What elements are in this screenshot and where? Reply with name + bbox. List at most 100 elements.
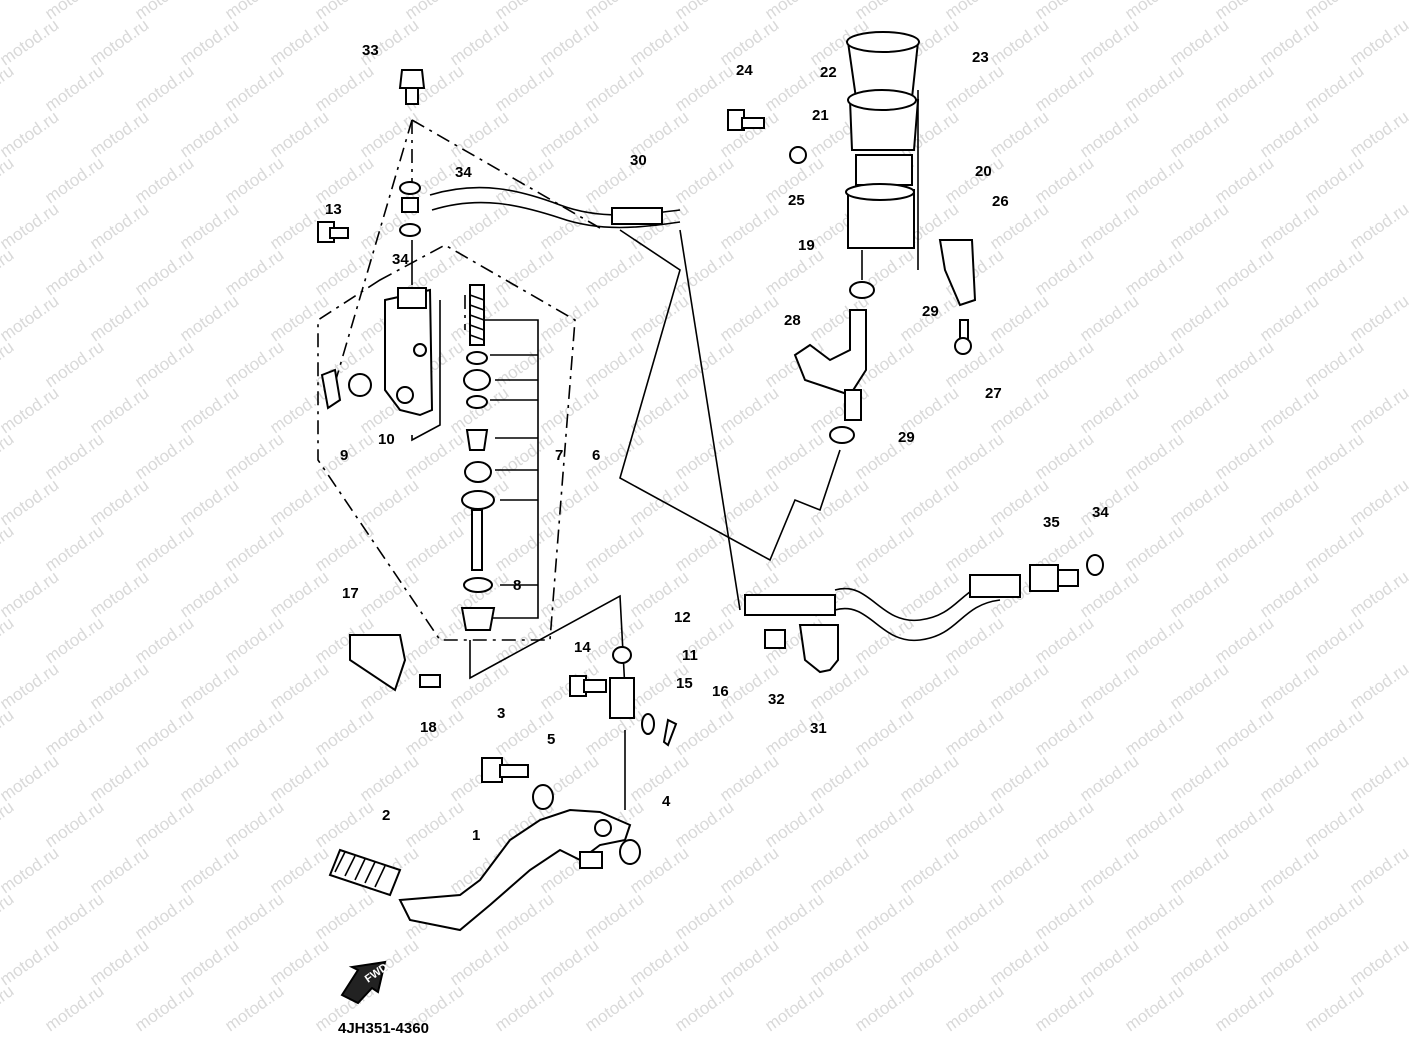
watermark-text: motod.ru <box>0 797 17 851</box>
part-label-13: 13 <box>325 201 342 218</box>
part-label-27: 27 <box>985 385 1002 402</box>
part-label-17: 17 <box>342 585 359 602</box>
part-label-14: 14 <box>574 639 591 656</box>
watermark-text: motod.ru <box>0 935 62 989</box>
part-label-35: 35 <box>1043 514 1060 531</box>
part-label-28: 28 <box>784 312 801 329</box>
forward-arrow: FWD <box>340 960 390 1005</box>
watermark-text: motod.ru <box>0 889 17 943</box>
watermark-text: motod.ru <box>851 981 917 1035</box>
parts-9-10 <box>320 368 372 410</box>
bolt-3-washer-5 <box>481 757 554 810</box>
part-label-6: 6 <box>592 447 600 464</box>
brake-hose-lower <box>744 554 1104 642</box>
bolt-24 <box>727 109 765 131</box>
watermark-text: motod.ru <box>0 199 62 253</box>
watermark-text: motod.ru <box>0 107 62 161</box>
part-label-15: 15 <box>676 675 693 692</box>
brake-hose-30 <box>429 186 681 229</box>
watermark-text: motod.ru <box>1301 981 1367 1035</box>
watermark-text: motod.ru <box>0 0 17 23</box>
watermark-text: motod.ru <box>0 337 17 391</box>
hose-28 <box>793 309 867 421</box>
watermark-text: motod.ru <box>0 613 17 667</box>
piston-kit <box>460 284 496 631</box>
bolt-33 <box>398 69 426 105</box>
watermark-text: motod.ru <box>1121 981 1187 1035</box>
brake-pedal-1 <box>398 808 632 932</box>
watermark-text: motod.ru <box>0 475 62 529</box>
guide-lines <box>317 119 601 641</box>
watermark-text: motod.ru <box>491 981 557 1035</box>
part-label-5: 5 <box>547 731 555 748</box>
part-label-34: 34 <box>455 164 472 181</box>
bracket-17-bolt-18 <box>349 634 441 692</box>
part-label-20: 20 <box>975 163 992 180</box>
watermark-text: motod.ru <box>0 751 62 805</box>
watermark-text: motod.ru <box>761 981 827 1035</box>
leader-lines <box>411 90 919 810</box>
part-label-9: 9 <box>340 447 348 464</box>
watermark-text: motod.ru <box>0 291 62 345</box>
master-cylinder-body <box>384 287 434 417</box>
watermark-text: motod.ru <box>131 981 197 1035</box>
watermark-text: motod.ru <box>221 981 287 1035</box>
watermark-text: motod.ru <box>0 245 17 299</box>
clamp-31-bolt-32 <box>764 624 839 674</box>
watermark-text: motod.ru <box>0 153 17 207</box>
watermark-text: motod.ru <box>0 383 62 437</box>
part-label-33: 33 <box>362 42 379 59</box>
part-label-4: 4 <box>662 793 671 810</box>
part-label-23: 23 <box>972 49 989 66</box>
part-label-29: 29 <box>922 303 939 320</box>
bracket-26 <box>938 239 977 307</box>
washer-4 <box>619 839 641 865</box>
bolt-27 <box>954 319 972 355</box>
watermark-text: motod.ru <box>0 567 62 621</box>
watermark-text: motod.ru <box>671 981 737 1035</box>
part-label-22: 22 <box>820 64 837 81</box>
clamps-29 <box>829 281 875 444</box>
watermark-text: motod.ru <box>0 429 17 483</box>
part-label-1: 1 <box>472 827 480 844</box>
part-label-34: 34 <box>1092 504 1109 521</box>
part-label-21: 21 <box>812 107 829 124</box>
part-label-31: 31 <box>810 720 827 737</box>
part-label-16: 16 <box>712 683 729 700</box>
watermark-text: motod.ru <box>0 15 62 69</box>
watermark-text: motod.ru <box>0 843 62 897</box>
ring-25 <box>789 146 807 164</box>
part-label-19: 19 <box>798 237 815 254</box>
part-label-32: 32 <box>768 691 785 708</box>
reservoir-assembly <box>845 31 920 249</box>
diagram-code: 4JH351-4360 <box>338 1020 429 1037</box>
part-label-10: 10 <box>378 431 395 448</box>
part-label-26: 26 <box>992 193 1009 210</box>
watermark-text: motod.ru <box>0 61 17 115</box>
part-label-2: 2 <box>382 807 390 824</box>
part-label-34: 34 <box>392 251 409 268</box>
bolt-13 <box>317 221 349 243</box>
part-label-24: 24 <box>736 62 753 79</box>
part-label-29: 29 <box>898 429 915 446</box>
watermark-text: motod.ru <box>41 981 107 1035</box>
part-label-8: 8 <box>513 577 521 594</box>
part-label-12: 12 <box>674 609 691 626</box>
footrest-2 <box>328 848 402 897</box>
watermark-text: motod.ru <box>0 659 62 713</box>
watermark-text: motod.ru <box>941 981 1007 1035</box>
watermark-text: motod.ru <box>581 981 647 1035</box>
part-label-18: 18 <box>420 719 437 736</box>
part-label-11: 11 <box>682 647 698 664</box>
watermark-text: motod.ru <box>1031 981 1097 1035</box>
watermark-text: motod.ru <box>0 705 17 759</box>
part-label-3: 3 <box>497 705 505 722</box>
part-label-25: 25 <box>788 192 805 209</box>
part-label-30: 30 <box>630 152 647 169</box>
watermark-text: motod.ru <box>0 981 17 1035</box>
watermark-text: motod.ru <box>1211 981 1277 1035</box>
washers-34 <box>399 181 421 237</box>
